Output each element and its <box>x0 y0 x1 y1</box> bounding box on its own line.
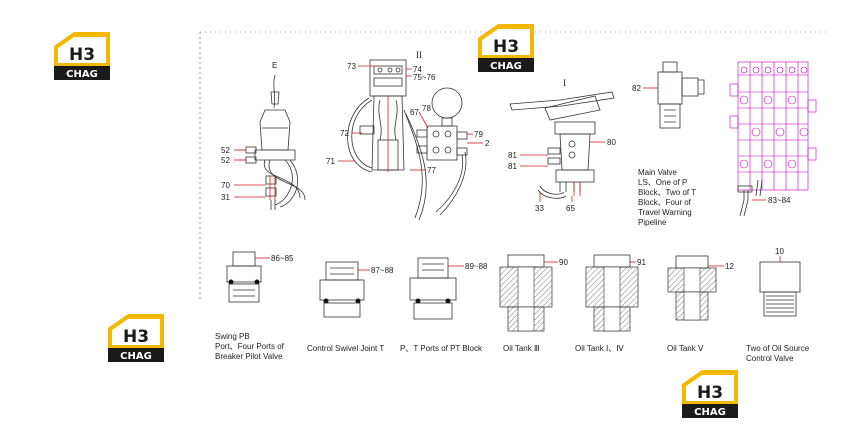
callout-78: 78 <box>422 104 431 113</box>
pedal-valve-assembly: I 81 81 80 33 65 <box>508 78 616 213</box>
callout-89-88: 89~88 <box>465 262 488 271</box>
callout-90: 90 <box>559 258 568 267</box>
caption-source-line-2: Control Valve <box>746 354 794 363</box>
caption-swivel-joint: Control Swivel Joint T <box>307 344 384 353</box>
callout-83-84: 83~84 <box>768 196 791 205</box>
callout-91: 91 <box>637 258 646 267</box>
callout-72: 72 <box>340 129 349 138</box>
callout-87-88: 87~88 <box>371 266 394 275</box>
callout-12: 12 <box>725 262 734 271</box>
caption-main-valve-line-5: Travel Warning <box>638 208 692 217</box>
oil-source-control-plug: 10 <box>759 247 801 317</box>
caption-source-control: Two of Oil Source Control Valve <box>746 344 811 363</box>
logo-bottom-left: H3 CHAG <box>108 314 164 362</box>
caption-source-line-1: Two of Oil Source <box>746 344 810 353</box>
caption-main-valve-line-3: Block、Two of T <box>638 188 696 197</box>
callout-81-upper: 81 <box>508 151 517 160</box>
callout-75-76: 75~76 <box>413 73 436 82</box>
logo-h3-text: H3 <box>493 37 519 57</box>
callout-33: 33 <box>535 204 544 213</box>
callout-52-lower: 52 <box>221 156 230 165</box>
callout-79: 79 <box>474 130 483 139</box>
callout-73: 73 <box>347 62 356 71</box>
main-control-valve: 83~84 <box>729 61 817 217</box>
callout-10: 10 <box>775 247 784 256</box>
callout-52-upper: 52 <box>221 146 230 155</box>
callout-74: 74 <box>413 65 422 74</box>
fitting-89-88: 89~88 <box>409 257 488 320</box>
logo-chag-text: CHAG <box>490 61 522 72</box>
callout-71: 71 <box>326 157 335 166</box>
logo-chag-text: CHAG <box>120 351 152 362</box>
caption-swing-line-2: Port、Four Ports of <box>215 342 285 351</box>
caption-oil-tank-v: Oil Tank Ⅴ <box>667 344 704 353</box>
callout-80: 80 <box>607 138 616 147</box>
caption-swing-line-3: Breaker Pilot Valve <box>215 352 283 361</box>
callout-65: 65 <box>566 204 575 213</box>
tee-fitting-82: 82 <box>632 61 705 129</box>
fitting-87-88: 87~88 <box>319 261 394 318</box>
fitting-86-85: 86~85 <box>226 251 294 303</box>
callout-77: 77 <box>427 166 436 175</box>
logo-chag-text: CHAG <box>66 69 98 80</box>
callout-31: 31 <box>221 193 230 202</box>
logo-h3-text: H3 <box>123 327 149 347</box>
label-section-i: I <box>563 78 566 88</box>
logo-h3-text: H3 <box>69 45 95 65</box>
caption-main-valve-line-4: Block、Four of <box>638 198 692 207</box>
oil-tank-i-iv-fitting: 91 <box>585 254 646 332</box>
label-section-ii: II <box>416 50 422 60</box>
joystick-assembly: E 52 52 70 31 <box>221 61 306 210</box>
caption-oil-tank-iii: Oil Tank Ⅲ <box>503 344 540 353</box>
caption-swing-line-1: Swing PB <box>215 332 250 341</box>
logo-top-center: H3 CHAG <box>478 24 534 72</box>
pilot-valve-assembly: II <box>326 50 490 221</box>
logo-h3-text: H3 <box>697 383 723 403</box>
logo-chag-text: CHAG <box>694 407 726 418</box>
caption-main-valve-line-2: LS、One of P <box>638 178 687 187</box>
callout-2: 2 <box>485 139 490 148</box>
caption-main-valve-line-6: Pipeline <box>638 218 667 227</box>
oil-tank-iii-fitting: 90 <box>499 254 568 332</box>
caption-pt-block: P、T Ports of PT Block <box>400 344 483 353</box>
label-section-e: E <box>272 61 277 70</box>
logo-bottom-right: H3 CHAG <box>682 370 738 418</box>
callout-81-lower: 81 <box>508 162 517 171</box>
caption-oil-tank-i-iv: Oil Tank Ⅰ、Ⅳ <box>575 344 624 353</box>
callout-70: 70 <box>221 181 230 190</box>
caption-main-valve-line-1: Main Valve <box>638 168 678 177</box>
logo-top-left: H3 CHAG <box>54 32 110 80</box>
caption-main-valve: Main Valve LS、One of P Block、Two of T Bl… <box>638 168 698 227</box>
oil-tank-v-fitting: 12 <box>667 255 734 321</box>
callout-67: 67 <box>410 108 419 117</box>
caption-swing: Swing PB Port、Four Ports of Breaker Pilo… <box>215 332 286 361</box>
callout-86-85: 86~85 <box>271 254 294 263</box>
callout-82: 82 <box>632 84 641 93</box>
